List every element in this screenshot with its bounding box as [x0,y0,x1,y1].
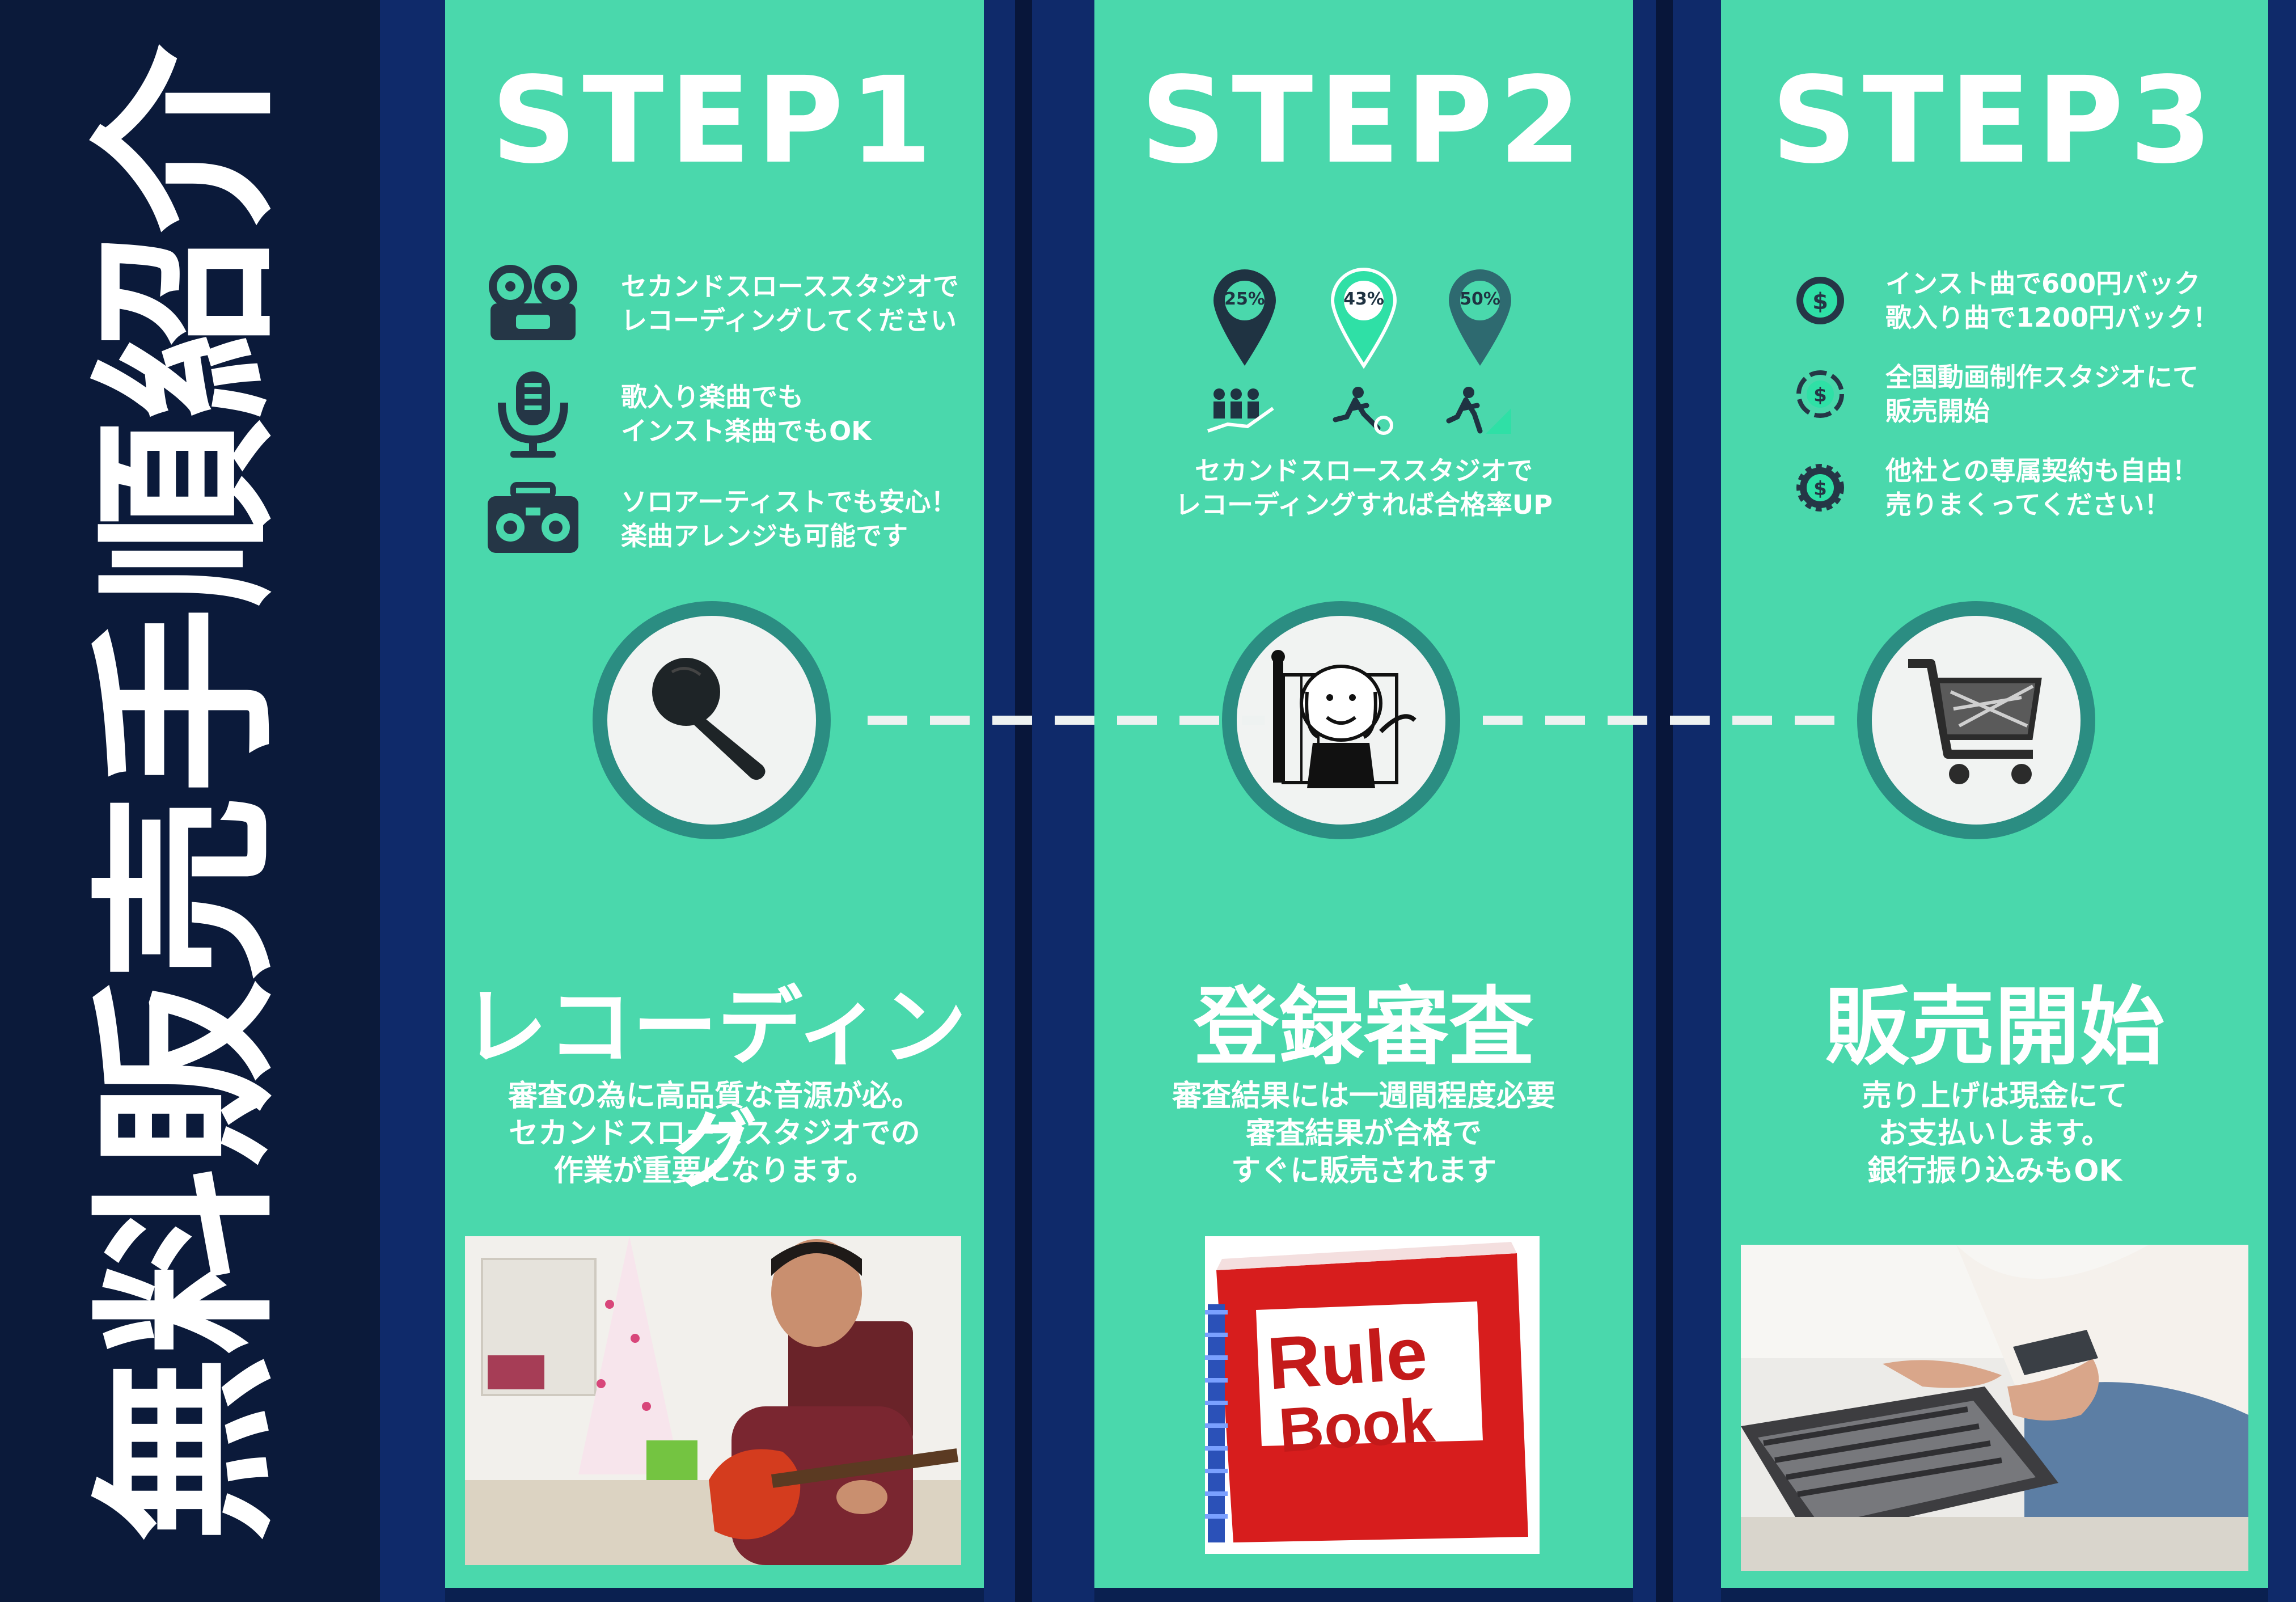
divider-strip [2268,0,2296,1602]
svg-text:$: $ [1813,384,1827,407]
pin-label: 25% [1224,289,1265,309]
title-char: 手 [78,607,296,794]
runner-icon [1330,386,1398,439]
divider-line [1656,0,1673,1602]
pin-43: 43% [1327,267,1401,369]
page-title: 介 紹 順 手 売 販 料 無 [78,45,296,1542]
online-payment-image [1741,1245,2248,1571]
step2-panel: STEP2 25% 43% 50% [1094,0,1633,1588]
divider-strip [984,0,1094,1602]
step3-panel: STEP3 $ インスト曲で600円バック 歌入り曲で1200円バック！ $ 全… [1721,0,2268,1588]
title-bar [0,0,380,1602]
pin-label: 50% [1460,289,1500,309]
step1-panel: STEP1 セカンドスローススタジオで レコーディングしてください 歌入り楽曲で… [445,0,984,1588]
tape-recorder-icon [489,265,577,340]
step1-feature: セカンドスローススタジオで レコーディングしてください [485,261,959,346]
title-char: 料 [78,1168,296,1355]
step3-circle [1857,601,2095,839]
feature-text: 他社との専属契約も自由！ 売りまくってください！ [1885,455,2198,520]
title-char: 無 [78,1355,296,1542]
step2-stage-title: 登録審査 [1193,978,1534,1077]
team-growth-icon [1205,386,1279,439]
dollar-gear-icon: $ [1796,464,1844,512]
svg-text:$: $ [1813,477,1827,500]
step3-stage-title: 販売開始 [1824,978,2165,1077]
step3-feature: $ インスト曲で600円バック 歌入り曲で1200円バック！ [1795,267,2219,335]
runner-growth-icon [1446,386,1514,439]
location-pin-icon [1449,269,1511,366]
dollar-coin-icon: $ [1796,277,1844,324]
step3-feature: $ 全国動画制作スタジオにて 販売開始 [1795,360,2198,428]
step2-feature-text: セカンドスローススタジオで レコーディングすれば合格率UP [1175,455,1553,520]
pin-label: 43% [1343,289,1384,309]
location-pin-icon [1330,268,1397,369]
feature-text: 歌入り楽曲でも インスト楽曲でもOK [621,382,872,446]
feature-text: セカンドスローススタジオで レコーディングしてください [621,271,959,336]
title-char: 販 [78,981,296,1168]
step1-feature: 歌入り楽曲でも インスト楽曲でもOK [485,369,872,459]
pin-50: 50% [1443,267,1517,369]
step1-title: STEP1 [491,51,938,190]
step3-description: 売り上げは現金にて お支払いします。 銀行振り込みもOK [1862,1079,2128,1188]
step3-feature: $ 他社との専属契約も自由！ 売りまくってください！ [1795,454,2198,522]
guitarist-image [465,1236,961,1565]
feature-text: インスト曲で600円バック 歌入り曲で1200円バック！ [1885,268,2219,333]
feature-text: 全国動画制作スタジオにて 販売開始 [1885,362,2198,426]
title-char: 介 [78,45,296,233]
divider-strip [380,0,445,1602]
svg-text:$: $ [1812,289,1828,315]
step2-description: 審査結果には一週間程度必要 審査結果が合格で すぐに販売されます [1172,1079,1555,1188]
step2-title: STEP2 [1140,51,1587,190]
step3-title: STEP3 [1771,51,2218,190]
divider-strip [1633,0,1721,1602]
step2-photo: Rule Book [1205,1236,1540,1554]
step1-photo [465,1236,961,1565]
step1-feature: ソロアーティストでも安心！ 楽曲アレンジも可能です [485,482,957,556]
divider-line [1015,0,1032,1602]
step1-stage-title: レコーディング [462,978,967,1200]
dollar-cycle-icon: $ [1796,370,1844,418]
pin-25: 25% [1208,267,1282,369]
rule-book-image [1205,1236,1540,1554]
shopping-cart-icon [1908,659,2042,784]
connector-line [868,716,1265,725]
feature-text: ソロアーティストでも安心！ 楽曲アレンジも可能です [621,487,957,551]
microphone-stand-icon [498,371,568,458]
step3-photo [1741,1245,2248,1571]
book-title: Book [1276,1385,1437,1466]
step1-description: 審査の為に高品質な音源が必。 セカンドスローススタジオでの 作業が重要になります… [508,1079,921,1188]
step1-circle [593,601,831,839]
title-char: 順 [78,420,296,607]
connector-line [1483,716,1857,725]
title-char: 紹 [78,233,296,420]
title-char: 売 [78,794,296,981]
microphone-icon [652,658,766,780]
boombox-icon [488,482,578,553]
location-pin-icon [1213,269,1276,366]
judge-icon [1271,650,1416,788]
